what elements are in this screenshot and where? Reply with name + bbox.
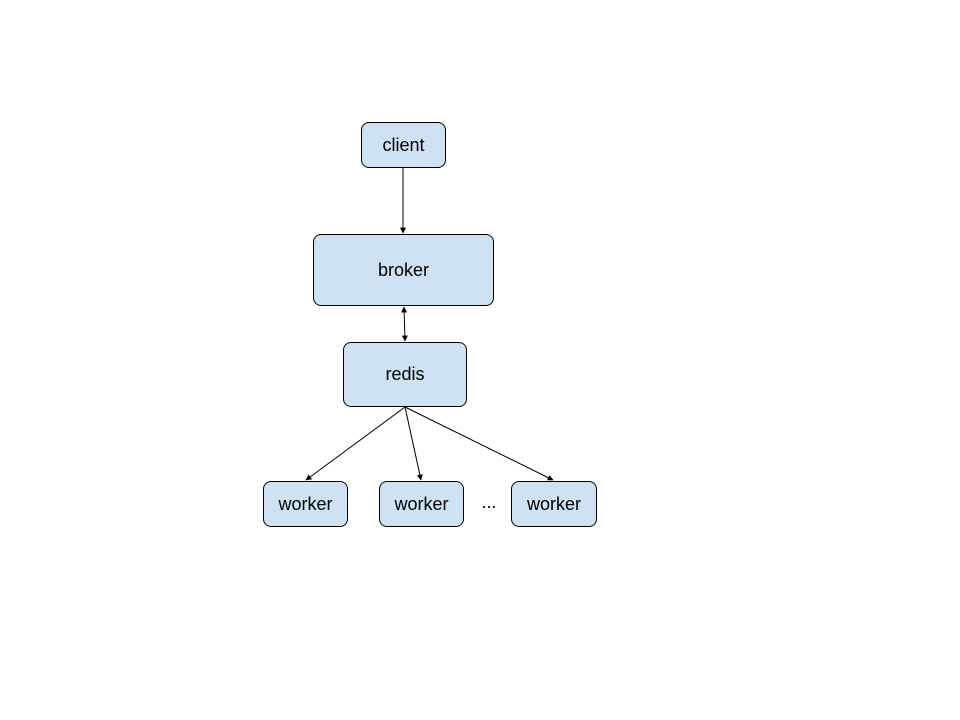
redis-label: redis xyxy=(385,364,425,384)
edge-redis-to-worker-2 xyxy=(404,406,423,481)
edge-redis-to-worker-3 xyxy=(404,406,554,481)
client-node: client xyxy=(361,122,446,168)
more-workers-ellipsis: ... xyxy=(481,492,497,512)
worker-label-1: worker xyxy=(278,493,333,514)
worker-node-1: worker xyxy=(263,481,348,527)
client-label: client xyxy=(382,134,425,155)
edge-redis-to-worker-1 xyxy=(305,406,406,481)
broker-label: broker xyxy=(377,259,430,280)
worker-label-3: worker xyxy=(526,493,581,514)
worker-node-3: worker xyxy=(511,481,597,527)
broker-node: broker xyxy=(313,234,494,306)
worker-node-2: worker xyxy=(379,481,464,527)
worker-label-2: worker xyxy=(394,493,449,514)
redis-node: redis xyxy=(343,342,467,407)
edge-broker-redis xyxy=(401,306,408,342)
